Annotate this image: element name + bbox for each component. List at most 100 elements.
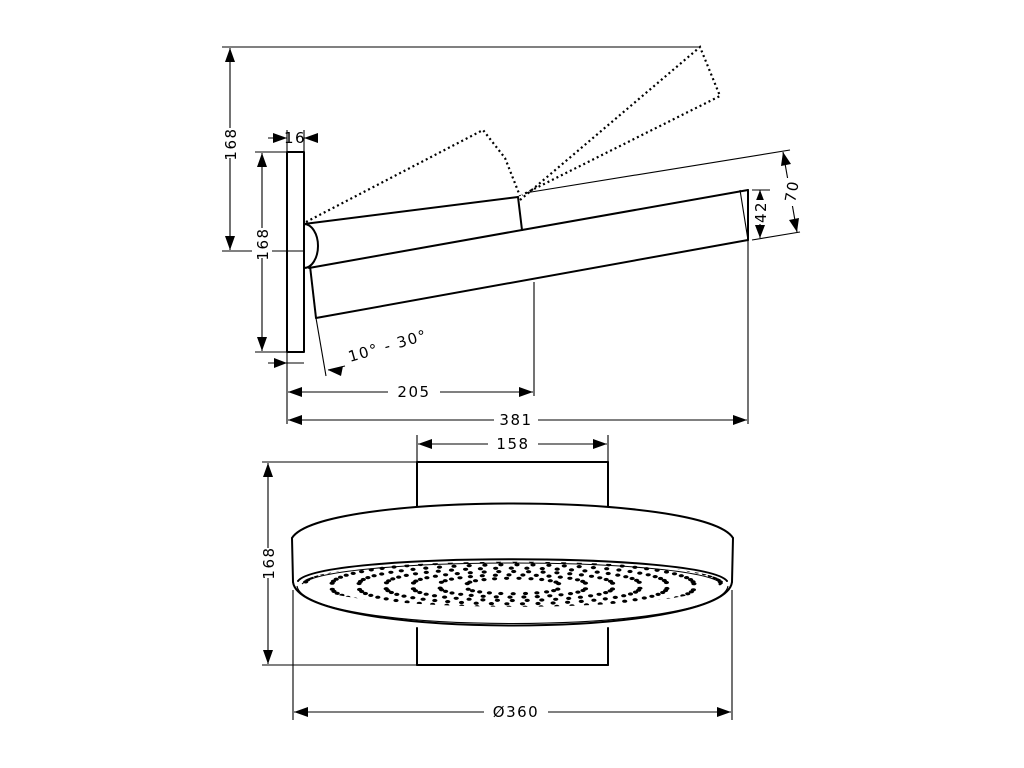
spray-hole	[615, 573, 621, 577]
spray-hole	[539, 577, 545, 582]
spray-hole	[463, 561, 469, 564]
spray-hole	[432, 574, 438, 578]
spray-hole	[582, 581, 589, 585]
spray-hole	[308, 592, 314, 596]
spray-hole	[359, 570, 365, 574]
spray-hole	[566, 596, 572, 601]
spray-hole	[583, 603, 590, 607]
spray-hole	[605, 571, 611, 576]
spray-hole	[481, 578, 487, 582]
spray-hole	[334, 600, 340, 604]
spray-hole	[629, 608, 634, 611]
spray-hole	[522, 591, 529, 596]
spray-hole	[452, 608, 457, 611]
spray-hole	[420, 597, 426, 601]
shower-head-side	[309, 189, 749, 319]
spray-hole	[555, 587, 561, 591]
spray-hole	[366, 605, 372, 607]
spray-hole	[343, 573, 349, 577]
spray-hole	[404, 600, 410, 604]
spray-hole	[453, 611, 458, 614]
spray-hole	[480, 598, 486, 602]
dim-diameter-label: Ø360	[493, 703, 539, 721]
spray-hole	[556, 582, 562, 586]
spray-hole	[614, 609, 619, 612]
spray-hole	[557, 575, 563, 579]
spray-hole	[686, 600, 692, 604]
spray-hole	[610, 601, 616, 605]
spray-hole	[658, 576, 664, 581]
spray-hole	[345, 595, 351, 599]
spray-hole	[458, 592, 464, 596]
spray-hole	[567, 576, 573, 580]
spray-hole	[629, 576, 635, 581]
spray-hole	[442, 579, 448, 583]
spray-hole	[504, 576, 510, 580]
spray-hole	[680, 594, 686, 598]
spray-hole	[502, 612, 507, 615]
spray-hole	[392, 608, 397, 611]
spray-hole	[517, 609, 522, 612]
spray-hole	[607, 589, 613, 593]
spray-hole	[553, 597, 559, 601]
spray-hole	[621, 594, 627, 598]
spray-hole	[313, 574, 319, 578]
spray-hole	[534, 595, 540, 599]
spray-hole	[632, 590, 639, 594]
spray-hole	[401, 594, 407, 598]
spray-hole	[565, 608, 570, 611]
spray-hole	[451, 564, 457, 568]
dim-height-total-label: 168	[222, 127, 240, 160]
spray-hole	[391, 565, 397, 569]
spray-hole	[535, 601, 541, 606]
spray-hole	[591, 598, 597, 602]
spray-hole	[488, 602, 494, 606]
spray-hole	[457, 576, 463, 580]
spray-hole	[673, 596, 680, 600]
spray-hole	[368, 593, 374, 598]
front-view: 158 168 Ø360	[258, 434, 734, 722]
spray-hole	[383, 587, 389, 591]
spray-hole	[360, 577, 366, 582]
spray-hole	[448, 577, 455, 581]
spray-hole	[606, 563, 612, 567]
spray-hole	[632, 565, 638, 569]
tilt-range-outline	[305, 45, 722, 223]
spray-hole	[362, 591, 368, 596]
spray-hole	[649, 594, 655, 598]
side-view: 168 168 16 10° - 30°	[220, 45, 803, 430]
spray-hole	[597, 602, 603, 606]
dim-head-front-label: 42	[752, 201, 770, 223]
dim-head-front: 42	[752, 189, 770, 238]
spray-hole	[546, 574, 552, 578]
spray-hole	[554, 567, 560, 571]
spray-hole	[445, 600, 451, 604]
dim-total-length-label: 381	[499, 411, 532, 429]
spray-hole	[612, 595, 618, 600]
spray-hole	[654, 605, 660, 607]
spray-hole	[458, 600, 465, 605]
spray-hole	[544, 590, 550, 594]
spray-hole	[500, 609, 505, 612]
dim-plate-height-label: 168	[254, 227, 272, 260]
spray-hole	[333, 577, 339, 581]
spray-hole	[641, 606, 648, 607]
spray-hole	[442, 595, 448, 599]
spray-hole	[715, 590, 721, 594]
spray-hole	[498, 591, 504, 596]
spray-hole	[482, 563, 488, 567]
dim-arm-offset-label: 205	[397, 383, 430, 401]
dim-tilt-label: 10° - 30°	[346, 326, 429, 366]
spray-hole	[454, 572, 460, 576]
spray-hole	[524, 566, 530, 570]
spray-hole	[549, 609, 554, 612]
spray-hole	[514, 563, 520, 567]
spray-hole	[418, 562, 424, 567]
spray-hole	[603, 577, 609, 582]
spray-hole	[676, 602, 682, 606]
spray-hole	[410, 567, 416, 572]
spray-hole	[495, 561, 502, 564]
spray-hole	[528, 577, 534, 581]
spray-hole	[578, 573, 585, 577]
